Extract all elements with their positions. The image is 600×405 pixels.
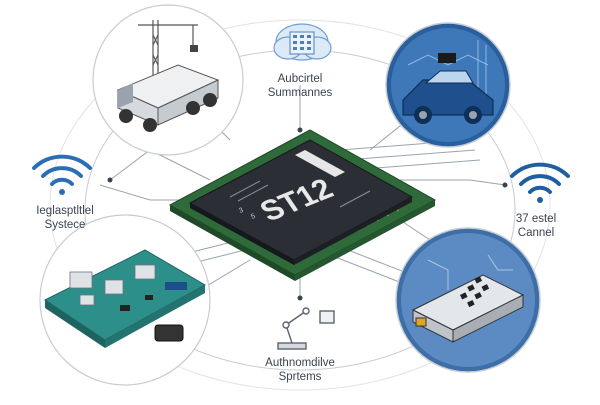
left-label-line-2: Systece [44, 219, 86, 231]
battery-icon [154, 324, 184, 342]
car-node [385, 22, 511, 148]
right-label-line-2: Cannel [517, 227, 555, 239]
camera-icon [438, 53, 456, 63]
chip-plate [295, 150, 345, 177]
truck-icon [116, 64, 220, 132]
robot-arm-icon [277, 307, 335, 350]
right-label: 37 estel Cannel [486, 212, 586, 240]
right-label-line-1: 37 estel [515, 213, 557, 225]
wifi-icon [32, 154, 92, 195]
central-chip: ST12 3 5 [168, 129, 437, 281]
controller-module-icon [411, 274, 525, 343]
left-label: Ieglasptltlel Systece [10, 204, 120, 232]
module-node [395, 227, 541, 373]
top-label-line-2: Summannes [267, 87, 333, 99]
car-icon [402, 70, 494, 124]
pcb-node [39, 214, 211, 386]
cloud-building-icon [273, 23, 332, 61]
truck-node [92, 4, 244, 156]
bottom-label-line-2: Sprtems [278, 371, 322, 383]
bottom-label-line-1: Authnomdilve [265, 357, 335, 369]
left-label-line-1: Ieglasptltlel [36, 205, 94, 217]
top-label: Aubcirtel Summannes [245, 72, 355, 100]
top-label-line-1: Aubcirtel [277, 73, 323, 85]
bottom-label: Authnomdilve Sprtems [240, 356, 360, 384]
chip-mark-1: 3 [238, 207, 244, 215]
chip-mark-2: 5 [250, 213, 256, 221]
wifi-icon [510, 162, 570, 203]
outer-arc [49, 19, 551, 391]
